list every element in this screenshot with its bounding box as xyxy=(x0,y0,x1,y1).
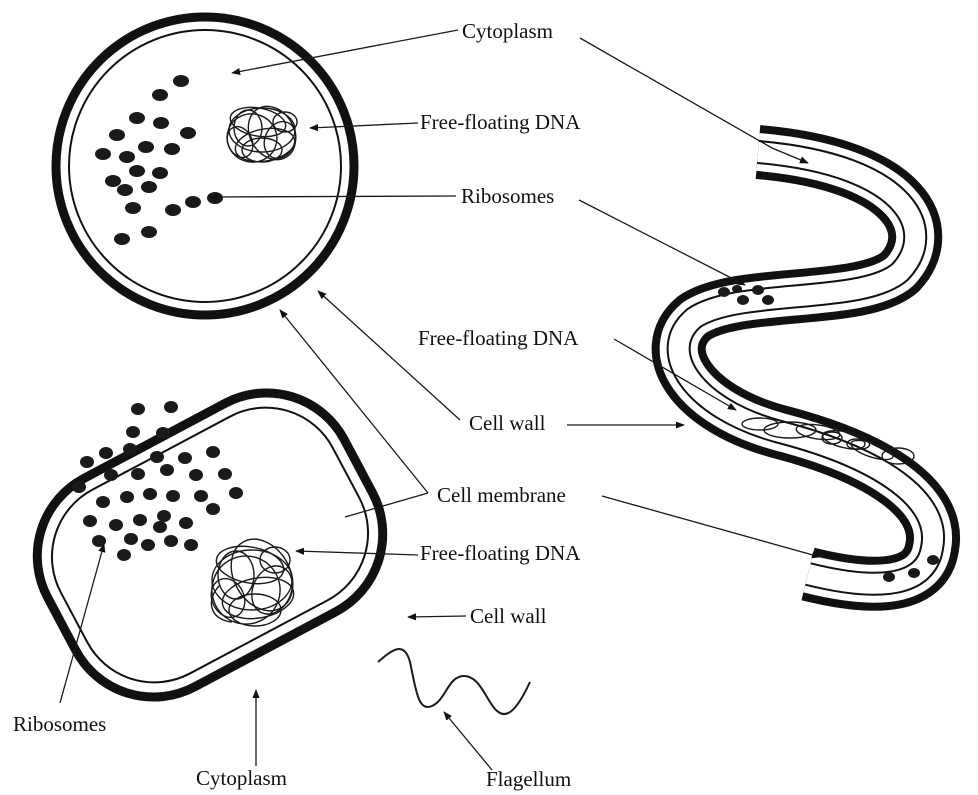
pointer-cell-membrane-to-bacillus xyxy=(345,493,428,517)
pointer-ribosomes-spirillum xyxy=(579,200,745,285)
bacillus-cell-wall xyxy=(6,362,413,728)
label-dna-bacillus: Free-floating DNA xyxy=(420,541,581,565)
label-ribosomes-coccus: Ribosomes xyxy=(461,184,554,208)
label-cell-wall-top: Cell wall xyxy=(469,411,546,435)
label-dna-spirillum: Free-floating DNA xyxy=(418,326,579,350)
bacillus-dna xyxy=(202,528,305,633)
flagellum xyxy=(378,649,530,714)
coccus-ribosomes xyxy=(95,75,223,245)
bacillus-cell xyxy=(6,362,413,728)
label-cytoplasm-bacillus: Cytoplasm xyxy=(196,766,287,790)
pointer-cell-wall-top-to-coccus xyxy=(318,291,460,420)
pointer-cell-wall-bottom xyxy=(408,616,466,617)
label-cell-membrane: Cell membrane xyxy=(437,483,566,507)
pointer-dna-bacillus xyxy=(296,551,418,555)
bacillus-ribosomes xyxy=(72,401,243,561)
label-cell-wall-bottom: Cell wall xyxy=(470,604,547,628)
coccus-cell-wall xyxy=(56,17,354,315)
label-cytoplasm-coccus: Cytoplasm xyxy=(462,19,553,43)
pointer-ribosomes-coccus xyxy=(210,196,456,197)
coccus-dna xyxy=(220,98,305,169)
label-ribosomes-bacillus: Ribosomes xyxy=(13,712,106,736)
pointer-dna-coccus xyxy=(310,123,418,128)
pointer-cell-membrane-to-spirillum xyxy=(602,496,820,557)
pointer-cytoplasm-coccus xyxy=(232,30,458,73)
coccus-cell xyxy=(56,17,354,315)
coccus-cell-membrane xyxy=(69,30,341,302)
label-dna-coccus: Free-floating DNA xyxy=(420,110,581,134)
pointer-flagellum xyxy=(444,712,492,770)
spirillum-cell xyxy=(679,152,939,584)
label-flagellum: Flagellum xyxy=(486,767,571,791)
